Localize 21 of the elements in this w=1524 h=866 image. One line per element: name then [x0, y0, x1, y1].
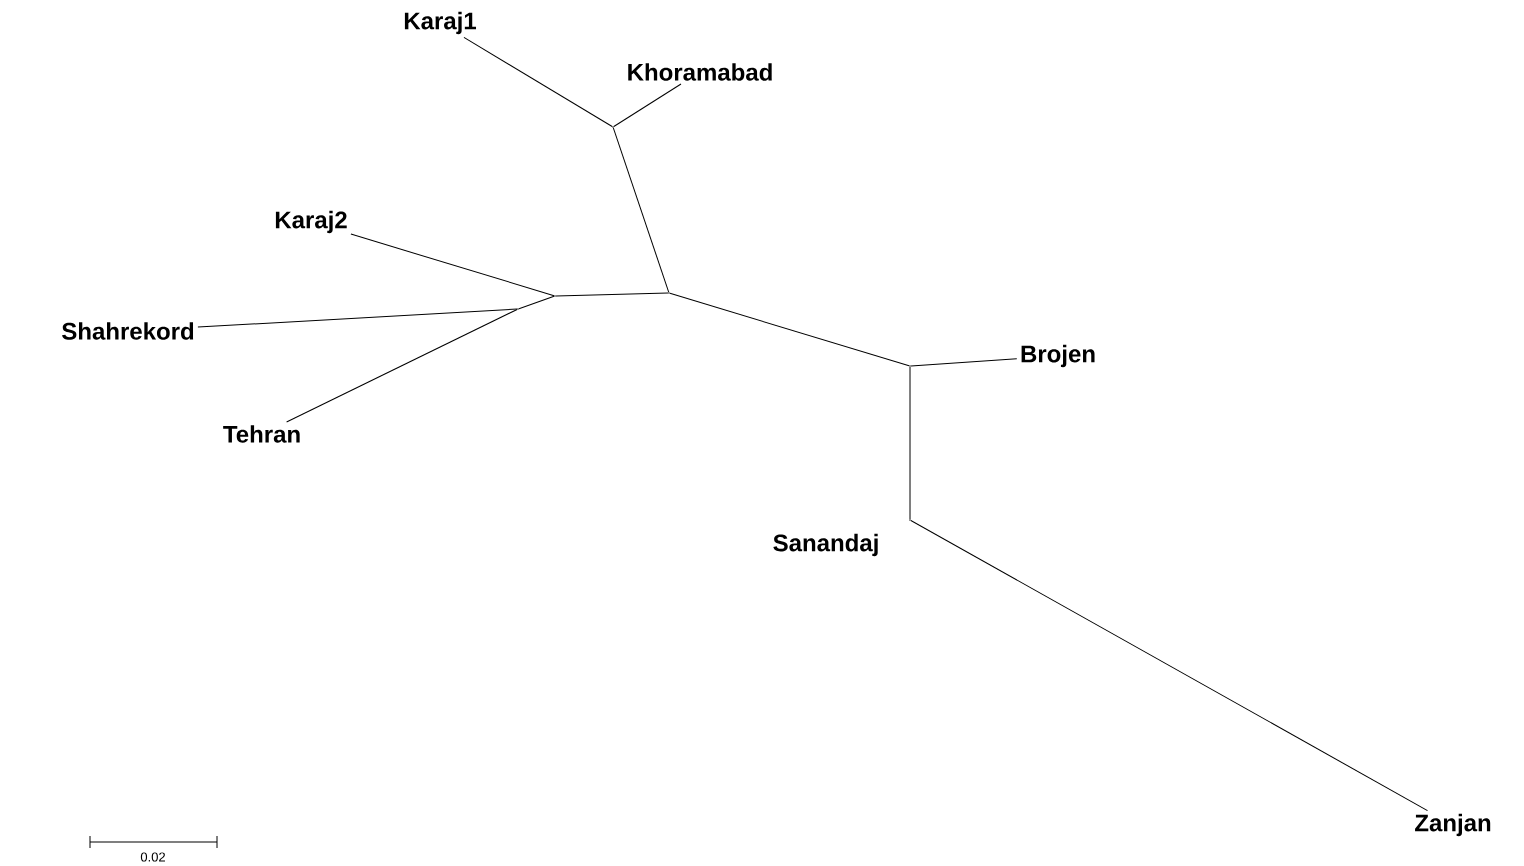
branch-line	[463, 36, 613, 127]
taxon-label: Sanandaj	[773, 533, 878, 557]
branch-line	[555, 292, 669, 297]
taxon-label: Karaj2	[275, 210, 347, 234]
taxon-label: Shahrekord	[62, 322, 194, 340]
branch-line	[350, 233, 555, 297]
branch-line	[613, 83, 682, 127]
branch-line	[909, 366, 911, 520]
branch-line	[197, 308, 518, 328]
branch-line	[910, 358, 1018, 367]
branch-line	[669, 292, 910, 367]
scale-label: 0.02	[140, 852, 165, 862]
taxon-label: Karaj1	[404, 11, 476, 35]
taxon-label: Zanjan	[1415, 813, 1491, 837]
branch-line	[612, 127, 670, 293]
branch-line	[518, 295, 555, 310]
branch-line	[286, 308, 518, 423]
taxon-label: Brojen	[1021, 344, 1095, 368]
branch-line	[910, 520, 1428, 812]
taxon-label: Tehran	[223, 425, 300, 443]
taxon-label: Khoramabad	[628, 63, 772, 81]
